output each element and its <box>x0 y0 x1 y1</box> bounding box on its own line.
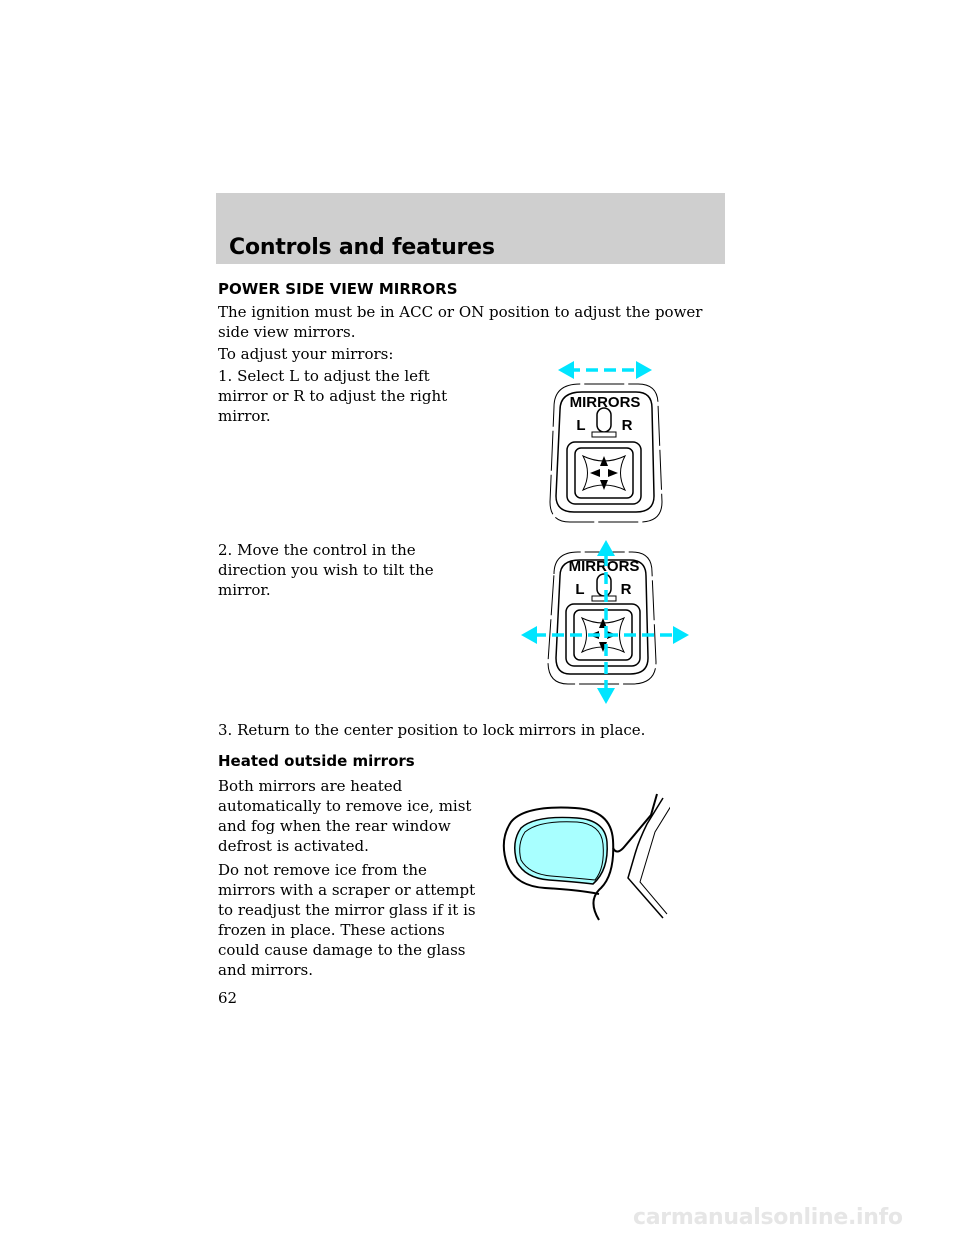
arrow-right-icon <box>673 626 689 644</box>
heated-heading: Heated outside mirrors <box>218 752 415 770</box>
left-label: L <box>575 581 584 598</box>
section-title: Controls and features <box>229 235 495 260</box>
mirror-direction-figure: MIRRORS L R <box>521 540 689 704</box>
step-1: 1. Select L to adjust the left mirror or… <box>218 367 448 425</box>
step-2: 2. Move the control in the direction you… <box>218 541 434 599</box>
mirrors-label: MIRRORS <box>570 394 641 411</box>
left-label: L <box>576 417 585 434</box>
right-label: R <box>622 417 633 434</box>
adjust-lead: To adjust your mirrors: <box>218 345 394 363</box>
step-3: 3. Return to the center position to lock… <box>218 721 646 739</box>
arrow-up-icon <box>597 540 615 556</box>
page-number: 62 <box>218 989 238 1007</box>
mirror-glass <box>514 816 608 885</box>
arrow-left-icon <box>521 626 537 644</box>
power-mirrors-heading: POWER SIDE VIEW MIRRORS <box>218 280 458 298</box>
power-mirrors-intro: The ignition must be in ACC or ON positi… <box>218 303 703 341</box>
heated-para-2: Do not remove ice from the mirrors with … <box>218 861 476 979</box>
arrow-left-icon <box>558 361 574 379</box>
header-band: Controls and features <box>216 193 725 264</box>
mirrors-label: MIRRORS <box>569 558 640 575</box>
arrow-right-icon <box>636 361 652 379</box>
mirror-select-figure: MIRRORS L R <box>549 361 663 523</box>
right-label: R <box>621 581 632 598</box>
footer-watermark: carmanualsonline.info <box>633 1205 903 1230</box>
heated-mirror-figure <box>502 793 670 921</box>
arrow-down-icon <box>597 688 615 704</box>
heated-para-1: Both mirrors are heated automatically to… <box>218 777 472 855</box>
lr-toggle <box>596 407 612 433</box>
